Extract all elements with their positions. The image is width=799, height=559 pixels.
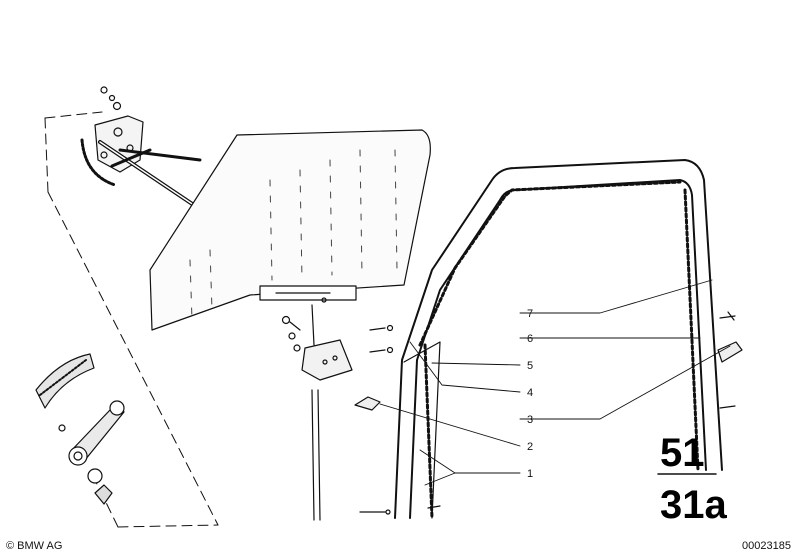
leader-lines bbox=[379, 279, 731, 486]
armrest-handle bbox=[35, 353, 95, 409]
diagram-image-id: 00023185 bbox=[742, 540, 791, 552]
lift-channel-bracket bbox=[259, 285, 357, 303]
callout-4: 4 bbox=[527, 387, 533, 399]
door-frame-seal bbox=[394, 159, 723, 520]
callout-7: 7 bbox=[527, 308, 533, 320]
callout-6: 6 bbox=[527, 333, 533, 345]
retaining-clips bbox=[354, 311, 743, 515]
copyright-symbol: © bbox=[6, 540, 15, 552]
callout-1: 1 bbox=[527, 468, 533, 480]
group-number-major: 51 bbox=[660, 431, 705, 475]
callout-2: 2 bbox=[527, 441, 533, 453]
door-window-glass bbox=[149, 129, 431, 331]
group-number-minor: 31a bbox=[660, 483, 727, 527]
copyright-notice: © BMW AG bbox=[6, 540, 62, 552]
brand-name: BMW AG bbox=[17, 540, 63, 552]
guide-rail bbox=[281, 304, 353, 521]
window-crank bbox=[58, 400, 125, 505]
callout-labels: 7 6 5 4 3 2 1 bbox=[527, 308, 533, 480]
callout-5: 5 bbox=[527, 360, 533, 372]
dashed-assembly-outline bbox=[44, 111, 219, 528]
callout-3: 3 bbox=[527, 414, 533, 426]
